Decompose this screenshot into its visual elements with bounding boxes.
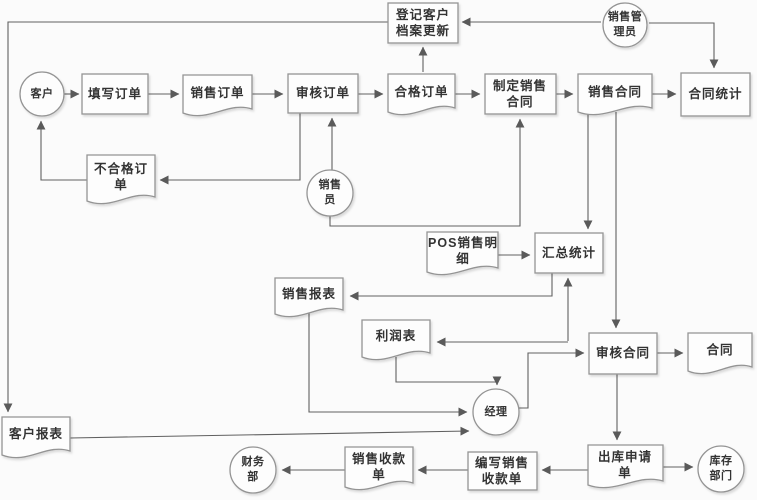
edge-sales-admin-contract-stats	[649, 22, 719, 69]
box-review-order	[287, 73, 359, 114]
box-register-file	[387, 2, 459, 44]
doc-customer-report	[1, 416, 71, 459]
shape-group	[1, 2, 753, 494]
doc-sales-contract	[577, 73, 653, 116]
circle-inventory-dept	[697, 445, 745, 493]
doc-unqualified-order	[86, 154, 156, 205]
box-make-contract	[484, 73, 557, 115]
edge-sales-report-manager	[308, 313, 468, 417]
edge-review-order-unqualified-order	[159, 113, 301, 185]
edge-unqualified-order-customer	[36, 120, 87, 181]
doc-sales-receipt	[344, 446, 414, 491]
circle-finance-dept	[229, 446, 277, 494]
doc-pos-detail	[426, 231, 499, 276]
circle-sales-admin	[602, 2, 648, 48]
doc-outbound-request	[587, 444, 664, 489]
edge-customer-report-manager	[69, 426, 470, 439]
circle-salesperson	[306, 169, 354, 217]
circle-manager	[472, 388, 520, 436]
doc-qualified-order	[387, 73, 456, 116]
box-fill-order	[81, 73, 149, 115]
box-contract-stats	[680, 72, 751, 117]
doc-sales-order	[182, 74, 253, 117]
connector-group	[3, 17, 719, 475]
box-summary-stats	[534, 232, 604, 274]
edge-salesperson-make-contract	[329, 118, 525, 227]
edge-profit-table-manager	[395, 357, 502, 386]
box-review-contract	[588, 332, 658, 375]
box-write-receipt	[467, 451, 538, 491]
doc-profit-table	[361, 319, 431, 361]
doc-sales-report	[274, 277, 344, 318]
edge-manager-review-contract	[519, 348, 585, 409]
circle-customer	[19, 71, 65, 117]
doc-contract	[687, 332, 753, 375]
edge-register-file-customer-report	[3, 21, 388, 413]
edge-summary-stats-sales-report	[349, 273, 553, 301]
